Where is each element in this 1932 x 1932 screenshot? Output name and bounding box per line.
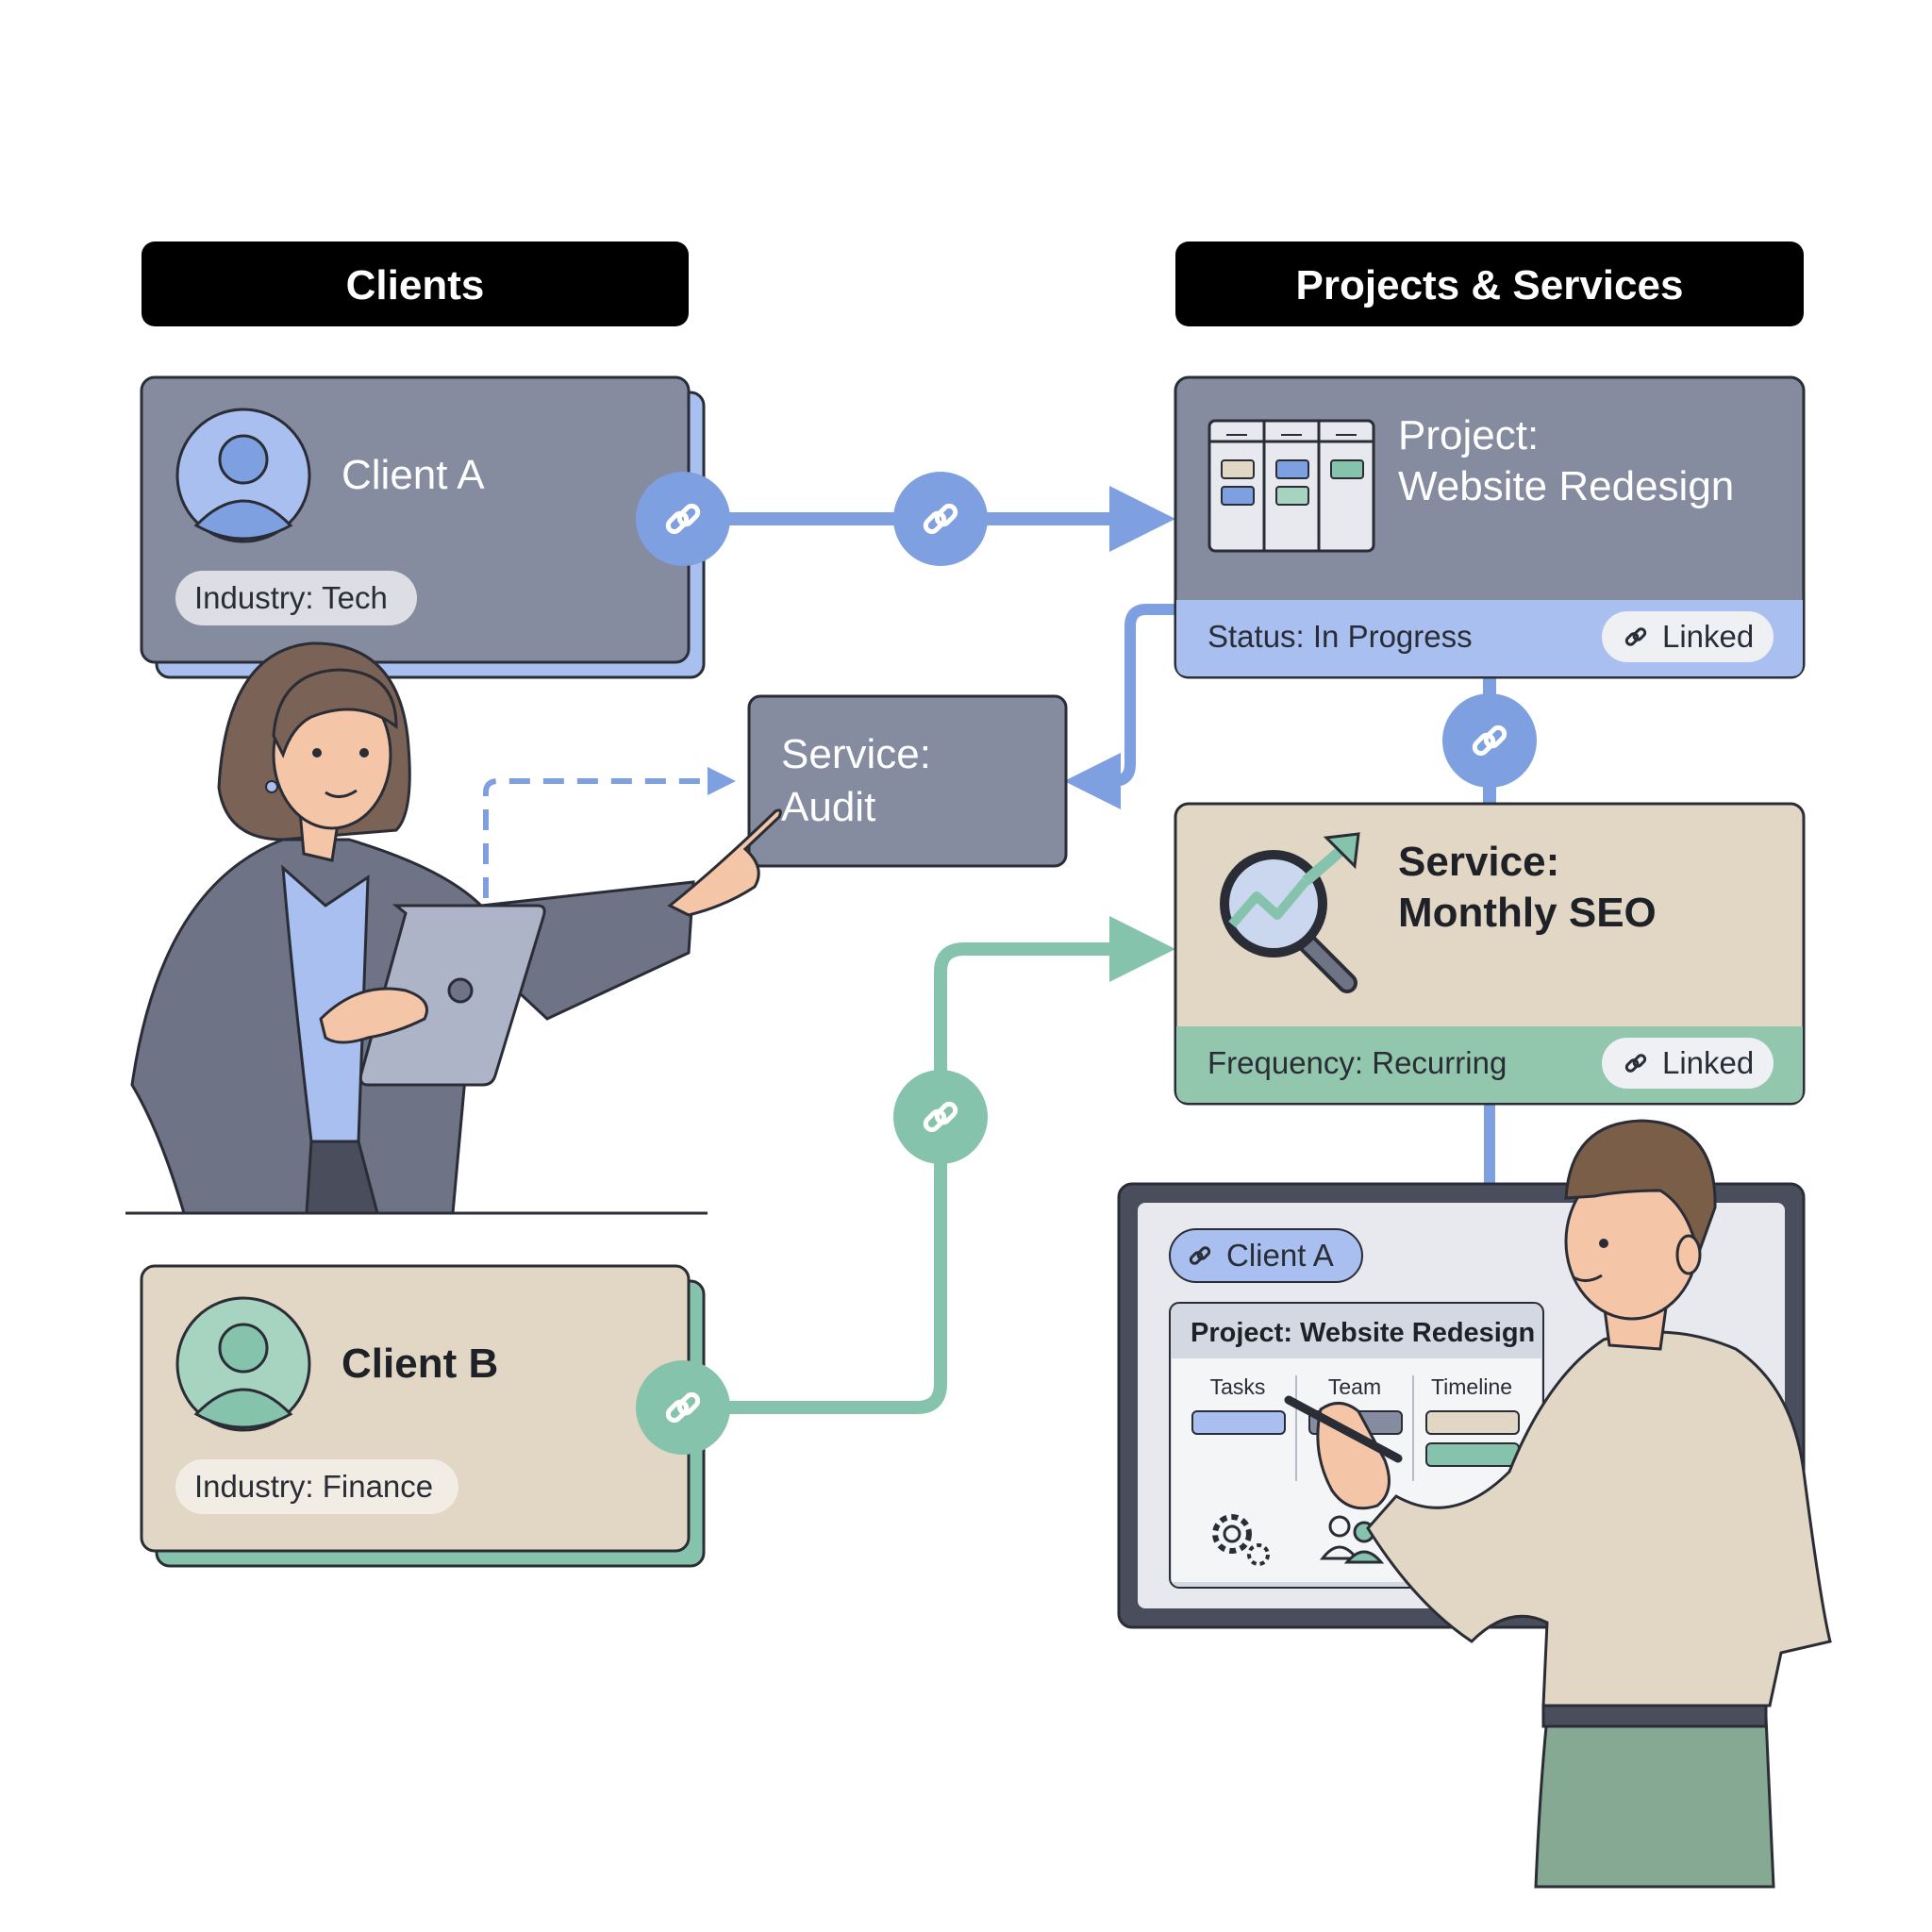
monitor-col-team: Team — [1328, 1374, 1381, 1399]
man-pointing-illustration — [1284, 1119, 1832, 1889]
monitor-client-tag[interactable]: Client A — [1169, 1228, 1363, 1283]
seo-line2: Monthly SEO — [1398, 890, 1657, 936]
woman-with-tablet-illustration — [125, 641, 782, 1215]
client-b-industry-pill: Industry: Finance — [175, 1459, 458, 1514]
link-badge-client-a-mid[interactable] — [893, 472, 988, 566]
client-a-avatar — [175, 408, 311, 543]
clients-header-label: Clients — [346, 262, 485, 308]
project-linked-label: Linked — [1662, 619, 1754, 654]
seo-line1: Service: — [1398, 839, 1559, 885]
project-line2: Website Redesign — [1398, 463, 1734, 509]
connector-client-b-to-seo — [683, 916, 1175, 1414]
project-status: Status: In Progress — [1208, 619, 1473, 654]
project-line1: Project: — [1398, 412, 1539, 458]
link-badge-client-b[interactable] — [636, 1360, 730, 1455]
monitor-col-timeline: Timeline — [1431, 1374, 1512, 1399]
projects-services-header-label: Projects & Services — [1296, 262, 1684, 308]
projects-services-header: Projects & Services — [1175, 242, 1804, 326]
client-b-name: Client B — [341, 1341, 498, 1387]
gear-icon — [1212, 1514, 1270, 1566]
client-a-name: Client A — [341, 452, 485, 498]
connector-dashed-to-audit — [483, 767, 736, 898]
service-audit-card[interactable]: Service: Audit — [747, 694, 1068, 868]
link-badge-client-a[interactable] — [636, 472, 730, 566]
monitor-col-tasks: Tasks — [1210, 1374, 1266, 1399]
client-a-industry: Industry: Tech — [194, 580, 388, 615]
project-website-redesign-card[interactable]: Project: Website Redesign Status: In Pro… — [1174, 375, 1806, 679]
connector-project-to-audit — [1064, 604, 1175, 809]
client-a-card[interactable]: Client A Industry: Tech — [140, 375, 706, 679]
project-linked-badge[interactable]: Linked — [1602, 611, 1774, 662]
link-badge-client-b-mid[interactable] — [893, 1070, 988, 1164]
service-monthly-seo-card[interactable]: Service: Monthly SEO Frequency: Recurrin… — [1174, 802, 1806, 1106]
client-b-industry: Industry: Finance — [194, 1469, 433, 1504]
monitor-client-tag-label: Client A — [1226, 1238, 1334, 1273]
seo-magnifier-chart-icon — [1220, 832, 1360, 993]
seo-linked-badge[interactable]: Linked — [1602, 1038, 1774, 1089]
service-audit-line1: Service: — [781, 731, 931, 777]
client-a-industry-pill: Industry: Tech — [175, 571, 417, 625]
client-b-card[interactable]: Client B Industry: Finance — [140, 1264, 706, 1568]
link-badge-project-seo[interactable] — [1442, 693, 1537, 788]
seo-linked-label: Linked — [1662, 1045, 1754, 1080]
kanban-board-icon — [1208, 419, 1375, 553]
seo-frequency: Frequency: Recurring — [1208, 1045, 1507, 1080]
clients-header: Clients — [142, 242, 689, 326]
service-audit-line2: Audit — [781, 784, 875, 830]
client-b-avatar — [175, 1296, 311, 1432]
monitor-panel-title: Project: Website Redesign — [1191, 1318, 1535, 1348]
